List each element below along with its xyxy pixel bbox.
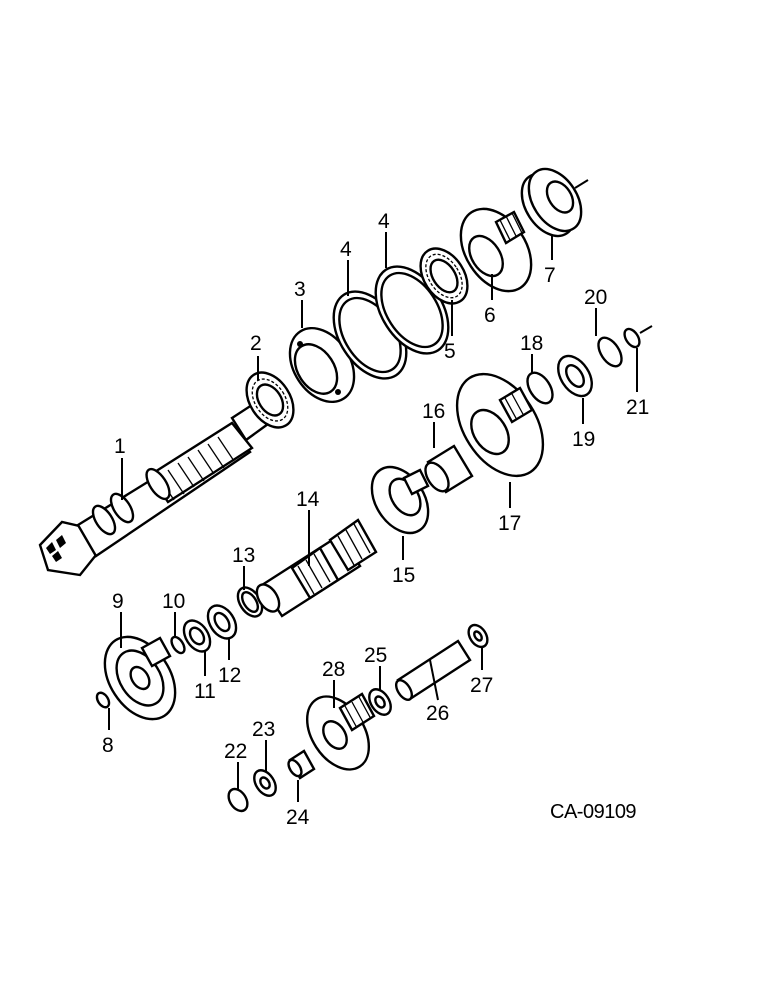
gear-17 — [455, 372, 545, 478]
callout-labels: 1 2 3 4 4 5 6 7 8 9 10 11 12 13 14 15 16… — [102, 210, 649, 829]
callout-14: 14 — [296, 488, 320, 511]
callout-15: 15 — [392, 564, 415, 587]
callout-4a: 4 — [340, 238, 352, 261]
cluster-shaft-14 — [255, 518, 378, 618]
callout-8: 8 — [102, 734, 114, 757]
idler-gear-28 — [305, 692, 376, 771]
callout-25: 25 — [364, 644, 387, 667]
snap-ring-10 — [170, 635, 186, 655]
callout-23: 23 — [252, 718, 275, 741]
callout-17: 17 — [498, 512, 521, 535]
bearing-5 — [419, 247, 469, 305]
callout-7: 7 — [544, 264, 556, 287]
callout-6: 6 — [484, 304, 496, 327]
callout-12: 12 — [218, 664, 241, 687]
gear-7 — [520, 167, 589, 238]
callout-27: 27 — [470, 674, 493, 697]
callout-4b: 4 — [378, 210, 390, 233]
washer-22 — [227, 787, 249, 813]
bearing-25 — [368, 688, 392, 716]
snap-ring-21 — [623, 325, 653, 349]
callout-11: 11 — [194, 680, 216, 703]
snap-ring-18 — [526, 371, 554, 405]
callout-21: 21 — [626, 396, 649, 419]
callout-5: 5 — [444, 340, 456, 363]
callout-22: 22 — [224, 740, 247, 763]
callout-1: 1 — [114, 435, 126, 458]
washer-27 — [467, 623, 489, 649]
bearing-cup-3 — [288, 326, 356, 404]
idler-shaft-26 — [394, 639, 472, 701]
bearing-23 — [253, 769, 277, 797]
callout-26: 26 — [426, 702, 449, 725]
leader-lines — [108, 232, 638, 802]
callout-2: 2 — [250, 332, 262, 355]
callout-20: 20 — [584, 286, 607, 309]
callout-3: 3 — [294, 278, 306, 301]
bearing-19 — [557, 354, 593, 398]
callout-19: 19 — [572, 428, 595, 451]
callout-16: 16 — [422, 400, 445, 423]
bearing-12 — [206, 604, 238, 640]
spacer-24 — [287, 749, 316, 780]
callout-10: 10 — [162, 590, 185, 613]
callout-13: 13 — [232, 544, 255, 567]
sleeve-16 — [424, 444, 474, 494]
washer-8 — [95, 691, 111, 709]
callout-9: 9 — [112, 590, 124, 613]
drawing-code: CA-09109 — [550, 801, 636, 823]
bearing-11 — [182, 619, 212, 653]
bearing-2 — [245, 371, 295, 429]
gear-15 — [370, 465, 430, 535]
gear-6 — [459, 207, 533, 293]
gear-9 — [103, 635, 177, 721]
callout-28: 28 — [322, 658, 345, 681]
callout-18: 18 — [520, 332, 543, 355]
snap-ring-20 — [597, 336, 623, 368]
callout-24: 24 — [286, 806, 310, 829]
